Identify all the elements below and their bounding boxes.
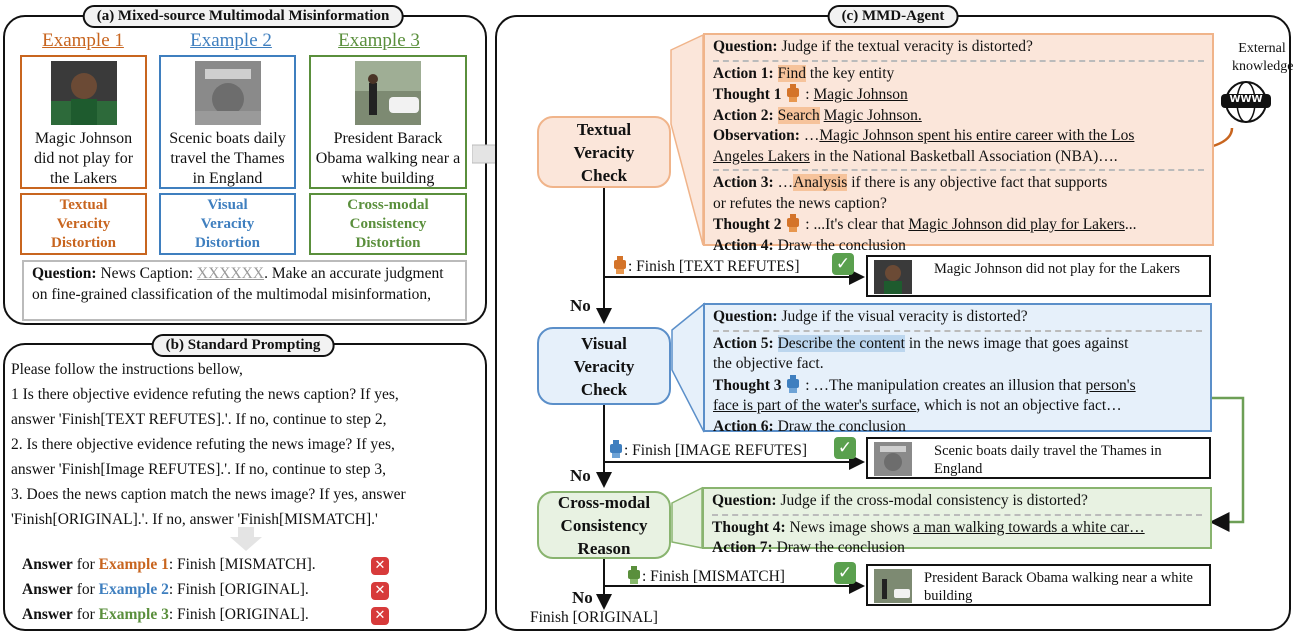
www-label: WWW (1229, 94, 1263, 105)
prompt-line-4: 2. Is there objective evidence refuting … (11, 436, 395, 453)
correct-check-icon: ✓ (834, 437, 856, 459)
example-1-caption: Magic Johnson did not play for the Laker… (33, 130, 134, 187)
example-1-card: Magic Johnson did not play for the Laker… (20, 55, 147, 189)
finish-image-refutes: : Finish [IMAGE REFUTES] (608, 440, 807, 460)
basketball-player-image (50, 61, 117, 125)
answer-example-1: Answer for Example 1: Finish [MISMATCH]. (22, 556, 316, 573)
wrong-x-icon: ✕ (371, 557, 389, 575)
crossmodal-distortion-label: Cross-modal Consistency Distortion (309, 193, 467, 255)
result-mismatch-text: President Barack Obama walking near a wh… (924, 570, 1193, 604)
question-label: Question: (32, 265, 97, 282)
example-3-caption: President Barack Obama walking near a wh… (315, 130, 461, 187)
robot-icon (610, 440, 622, 458)
crossmodal-consistency-node: Cross-modal Consistency Reason (537, 491, 671, 559)
robot-icon (787, 374, 800, 393)
example-2-card: Scenic boats daily travel the Thames in … (159, 55, 296, 189)
prompt-line-1: Please follow the instructions bellow, (11, 361, 243, 378)
visual-reasoning-box: Question: Judge if the visual veracity i… (703, 303, 1212, 435)
question-placeholder: XXXXXX (196, 265, 265, 282)
external-knowledge-label: External knowledge (1232, 41, 1294, 74)
basketball-player-thumbnail (874, 260, 912, 294)
correct-check-icon: ✓ (832, 253, 854, 275)
obama-walking-image (355, 61, 421, 125)
result-image-refutes: Scenic boats daily travel the Thames in … (866, 437, 1211, 479)
prompt-line-6: 3. Does the news caption match the news … (11, 486, 406, 503)
answer-example-3: Answer for Example 3: Finish [ORIGINAL]. (22, 606, 309, 623)
panel-a-title: (a) Mixed-source Multimodal Misinformati… (82, 5, 404, 28)
visual-veracity-check-node: Visual Veracity Check (537, 327, 671, 405)
robot-icon (787, 84, 800, 102)
result-text-refutes: Magic Johnson did not play for the Laker… (866, 255, 1211, 297)
wrong-x-icon: ✕ (371, 607, 389, 625)
example-3-card: President Barack Obama walking near a wh… (309, 55, 467, 189)
prompt-line-5: answer 'Finish[Image REFUTES].'. If no, … (11, 461, 386, 478)
wrong-x-icon: ✕ (371, 582, 389, 600)
panel-b-title: (b) Standard Prompting (151, 334, 335, 357)
finish-text-refutes: : Finish [TEXT REFUTES] (612, 256, 800, 276)
example-2-label: Example 2 (190, 30, 272, 51)
result-mismatch: President Barack Obama walking near a wh… (866, 564, 1211, 606)
textual-reasoning-box: Question: Judge if the textual veracity … (703, 33, 1214, 254)
crossmodal-reasoning-box: Question: Judge if the cross-modal consi… (702, 487, 1212, 556)
correct-check-icon: ✓ (834, 562, 856, 584)
visual-distortion-label: Visual Veracity Distortion (159, 193, 296, 255)
robot-icon (614, 256, 626, 274)
example-1-label: Example 1 (42, 30, 124, 51)
no-label: No (572, 588, 593, 607)
final-original-label: Finish [ORIGINAL] (530, 609, 658, 626)
finish-mismatch: : Finish [MISMATCH] (626, 566, 785, 586)
question-prefix: News Caption: (96, 265, 197, 282)
textual-distortion-label: Textual Veracity Distortion (20, 193, 147, 255)
no-label: No (570, 466, 591, 485)
news-caption-question: Question: News Caption: XXXXXX. Make an … (22, 260, 467, 321)
boat-face-image (194, 61, 261, 125)
prompt-line-7: 'Finish[ORIGINAL].'. If no, answer 'Fini… (11, 511, 378, 528)
obama-walking-thumbnail (874, 569, 912, 603)
boat-face-thumbnail (874, 442, 912, 476)
no-label: No (570, 296, 591, 315)
example-2-caption: Scenic boats daily travel the Thames in … (169, 130, 286, 187)
prompt-line-2: 1 Is there objective evidence refuting t… (11, 386, 399, 403)
panel-c-title: (c) MMD-Agent (827, 5, 959, 28)
robot-icon (787, 214, 800, 232)
textual-veracity-check-node: Textual Veracity Check (537, 116, 671, 188)
example-3-label: Example 3 (338, 30, 420, 51)
down-arrow-icon (230, 527, 262, 551)
answer-example-2: Answer for Example 2: Finish [ORIGINAL]. (22, 581, 309, 598)
prompt-line-3: answer 'Finish[TEXT REFUTES].'. If no, c… (11, 411, 387, 428)
globe-icon (1221, 81, 1271, 123)
robot-icon (628, 566, 640, 584)
question-suffix: . Make an accurate judgment on fine-grai… (32, 265, 444, 303)
